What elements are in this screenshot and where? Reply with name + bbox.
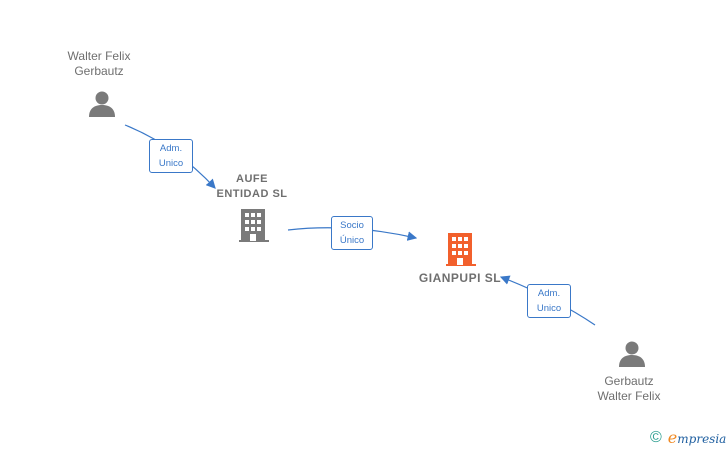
copyright-icon: © (650, 428, 662, 446)
person-icon[interactable] (87, 89, 117, 119)
edge-label-socio-unico: Socio Único (331, 216, 373, 250)
person-name-gerbautz-walter-felix[interactable]: Gerbautz Walter Felix (597, 374, 661, 403)
person-name-walter-felix-gerbautz[interactable]: Walter Felix Gerbautz (67, 49, 131, 78)
person-icon[interactable] (617, 339, 647, 369)
building-icon-focus[interactable] (446, 231, 478, 267)
company-name-gianpupi[interactable]: GIANPUPI SL (418, 271, 502, 285)
company-name-aufe-entidad[interactable]: AUFE ENTIDAD SL (216, 173, 288, 200)
empresia-logo: © empresia (650, 428, 727, 447)
edge-label-adm-unico-1: Adm. Unico (149, 139, 193, 173)
edge-label-adm-unico-2: Adm. Unico (527, 284, 571, 318)
building-icon[interactable] (239, 207, 271, 243)
